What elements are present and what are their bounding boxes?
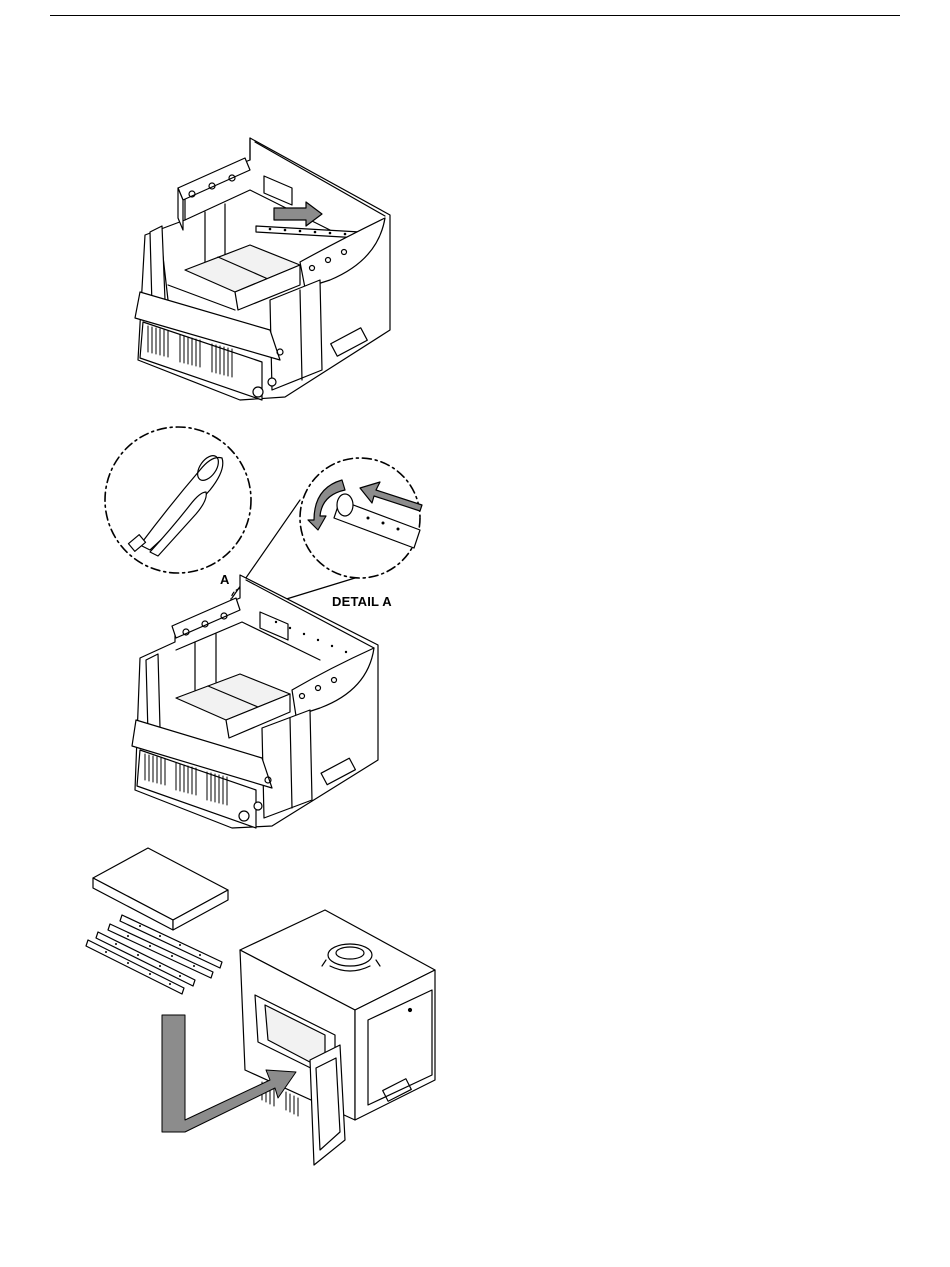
stove-firebox-step-2 xyxy=(105,427,422,828)
stove-firebox-step-1 xyxy=(135,138,390,400)
detail-label: DETAIL A xyxy=(332,594,392,609)
callout-letter: A xyxy=(220,572,230,587)
stove-assembly-step-3 xyxy=(86,848,435,1165)
